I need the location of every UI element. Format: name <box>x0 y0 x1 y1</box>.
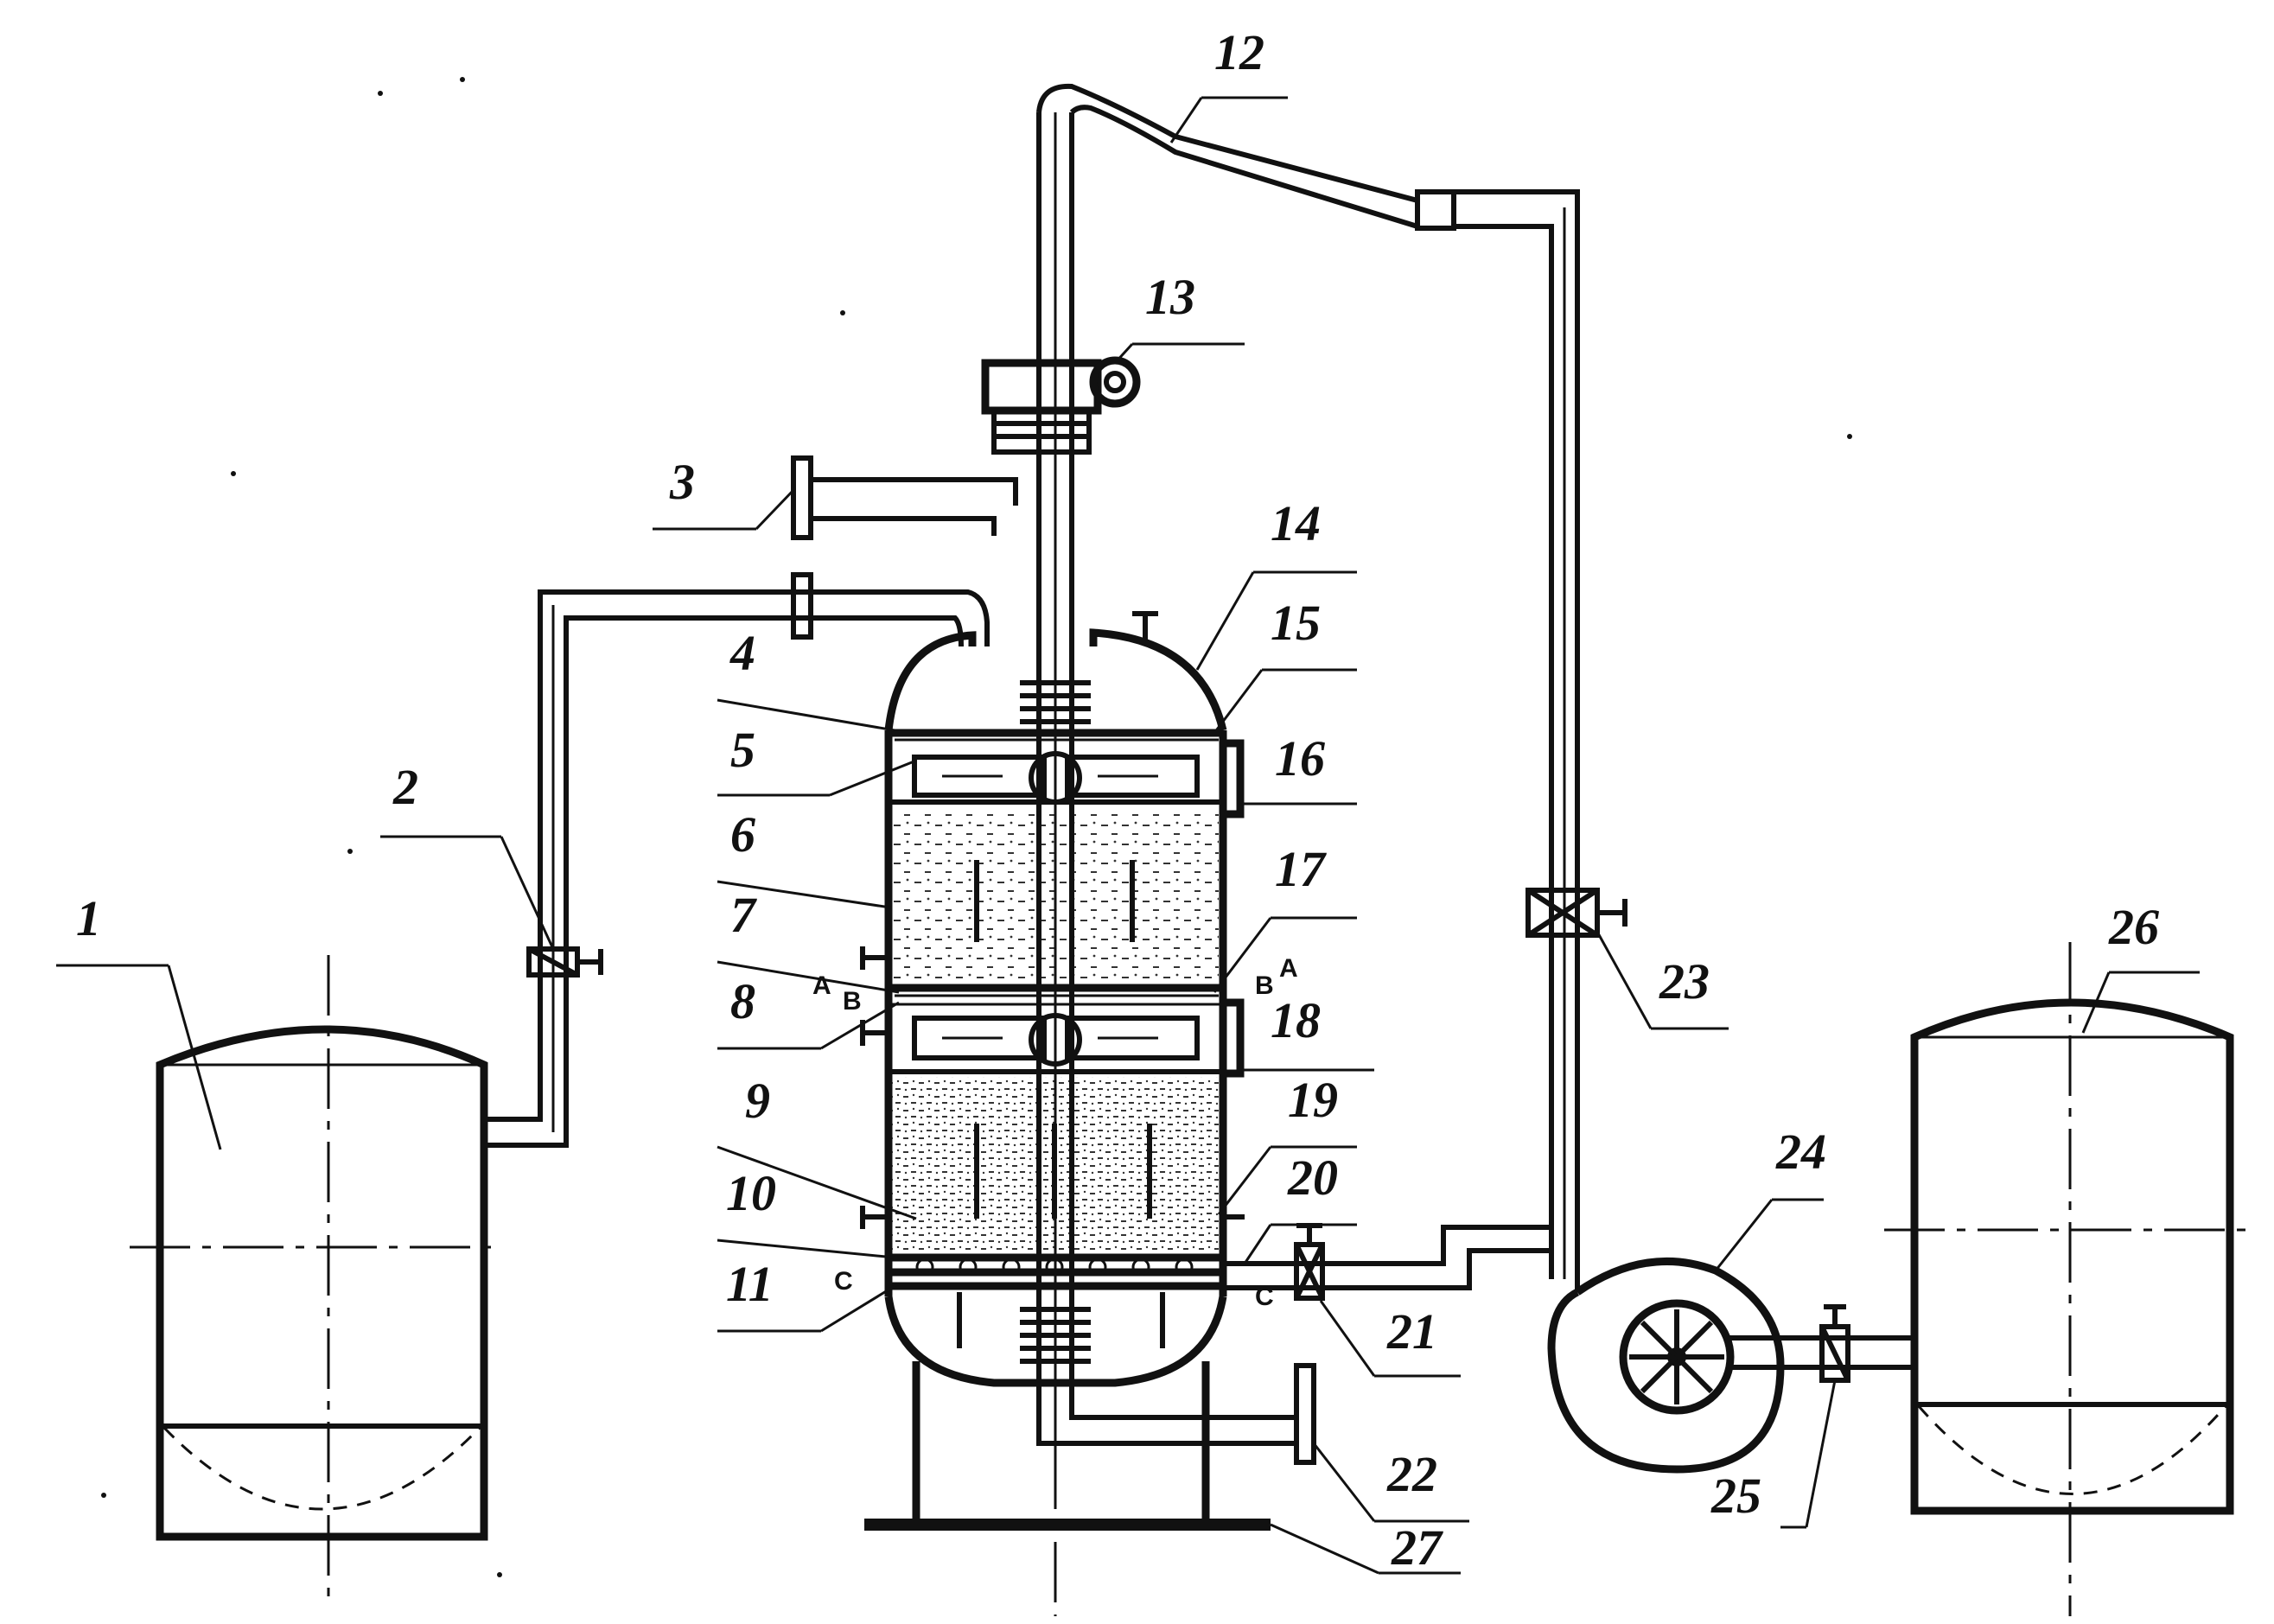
label-5: 5 <box>730 722 755 778</box>
section-c-left: C <box>834 1267 853 1296</box>
section-b-right: B <box>1255 971 1274 1000</box>
label-24: 24 <box>1775 1124 1826 1180</box>
label-7: 7 <box>730 887 757 943</box>
label-12: 12 <box>1214 24 1264 80</box>
label-21: 21 <box>1386 1303 1437 1360</box>
label-22: 22 <box>1386 1446 1437 1502</box>
pump-discharge-pipe <box>1729 1304 1914 1383</box>
label-25: 25 <box>1710 1468 1761 1524</box>
label-27: 27 <box>1391 1519 1443 1576</box>
pipe-22 <box>1036 1363 1316 1465</box>
label-20: 20 <box>1287 1150 1338 1206</box>
label-23: 23 <box>1659 953 1710 1009</box>
tank-26 <box>1884 942 2247 1616</box>
label-3: 3 <box>669 454 695 510</box>
label-6: 6 <box>730 806 755 863</box>
label-14: 14 <box>1271 495 1321 551</box>
pipe-12 <box>1036 83 1580 1292</box>
pump-24 <box>1547 1257 1785 1474</box>
label-9: 9 <box>745 1073 770 1129</box>
label-1: 1 <box>76 890 101 946</box>
label-18: 18 <box>1271 992 1321 1048</box>
pipe-3 <box>791 455 1018 540</box>
motor-13 <box>981 356 1141 455</box>
tank-1 <box>130 955 501 1608</box>
label-17: 17 <box>1275 841 1327 897</box>
label-26: 26 <box>2108 899 2159 955</box>
label-15: 15 <box>1271 595 1321 651</box>
label-10: 10 <box>726 1165 776 1221</box>
section-a-right: A <box>1279 954 1298 983</box>
part-labels: 1 2 3 4 5 6 7 8 9 10 11 12 13 14 15 16 1… <box>76 24 2159 1576</box>
section-c-right: C <box>1255 1283 1274 1311</box>
label-8: 8 <box>730 973 755 1029</box>
leader-lines <box>56 96 2200 1575</box>
label-2: 2 <box>392 759 418 815</box>
filter-column <box>864 611 1271 1531</box>
valve-23 <box>1526 888 1627 938</box>
section-marks: A B A B C C <box>812 954 1298 1311</box>
label-11: 11 <box>726 1256 774 1312</box>
scan-specks <box>101 77 1852 1577</box>
label-16: 16 <box>1275 730 1325 787</box>
label-13: 13 <box>1145 269 1195 325</box>
label-4: 4 <box>729 625 755 681</box>
section-a-left: A <box>812 971 831 1000</box>
section-b-left: B <box>843 987 862 1016</box>
label-19: 19 <box>1288 1072 1338 1128</box>
